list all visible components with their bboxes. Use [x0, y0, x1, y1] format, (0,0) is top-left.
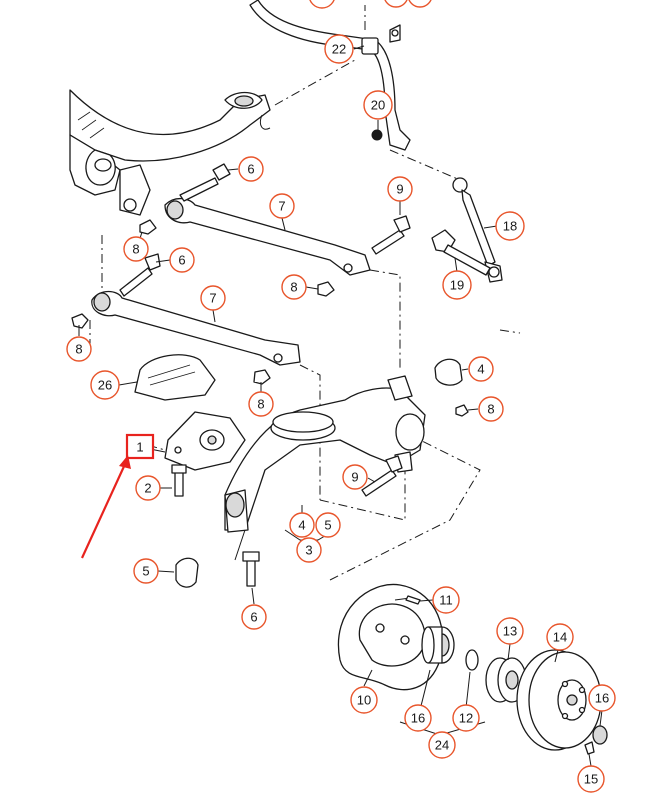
brake-backplate-10 [337, 583, 444, 691]
callout-16-left[interactable]: 16 [404, 704, 432, 732]
callout-5-lower[interactable]: 5 [315, 512, 341, 538]
highlight-arrow [81, 455, 131, 559]
svg-text:9: 9 [396, 182, 403, 197]
callout-4-right[interactable]: 4 [468, 356, 494, 382]
svg-text:10: 10 [357, 693, 371, 708]
svg-text:2: 2 [144, 481, 151, 496]
svg-text:8: 8 [75, 342, 82, 357]
rear-subframe [69, 89, 271, 216]
callout-6-top[interactable]: 6 [238, 156, 264, 182]
callout-8-upper-left[interactable]: 8 [123, 236, 149, 262]
callout-13[interactable]: 13 [496, 617, 524, 645]
svg-text:3: 3 [305, 543, 312, 558]
callout-7-upper[interactable]: 7 [269, 193, 295, 219]
highlight-part-1[interactable]: 1 [125, 433, 155, 460]
callout-12[interactable]: 12 [452, 704, 480, 732]
upper-link-a [164, 197, 371, 276]
callout-22[interactable]: 22 [324, 34, 354, 64]
callout-6-bottom[interactable]: 6 [241, 604, 267, 630]
svg-text:7: 7 [209, 291, 216, 306]
callouts: 22 20 6 7 9 8 6 18 [66, 0, 616, 793]
svg-text:4: 4 [298, 518, 305, 533]
callout-cut-top-1 [309, 0, 335, 9]
svg-text:26: 26 [98, 378, 112, 393]
svg-text:14: 14 [553, 630, 567, 645]
lower-link-b [91, 290, 301, 366]
svg-text:9: 9 [351, 470, 358, 485]
svg-text:20: 20 [371, 98, 385, 113]
callout-cut-top-3 [408, 0, 432, 8]
bolt-2 [171, 464, 187, 497]
trailing-arm-3 [224, 387, 426, 533]
svg-text:5: 5 [324, 518, 331, 533]
cover-26 [134, 354, 216, 401]
small-fasteners [405, 595, 608, 755]
svg-text:8: 8 [132, 242, 139, 257]
svg-text:8: 8 [290, 280, 297, 295]
svg-text:24: 24 [435, 738, 449, 753]
callout-8-right[interactable]: 8 [478, 396, 504, 422]
svg-text:16: 16 [411, 711, 425, 726]
svg-text:8: 8 [487, 402, 494, 417]
callout-26[interactable]: 26 [90, 370, 120, 400]
svg-text:6: 6 [178, 253, 185, 268]
callout-15[interactable]: 15 [577, 765, 605, 793]
svg-text:16: 16 [595, 691, 609, 706]
callout-20[interactable]: 20 [363, 90, 393, 120]
callout-3[interactable]: 3 [296, 537, 322, 563]
callout-7-lower[interactable]: 7 [200, 285, 226, 311]
wheel-bearing [421, 626, 479, 671]
lower-bolts [242, 455, 403, 587]
brake-disc-14 [516, 649, 602, 751]
svg-text:8: 8 [257, 397, 264, 412]
stabiliser-bar [249, 0, 411, 151]
callout-9-upper[interactable]: 9 [387, 176, 413, 202]
svg-text:4: 4 [477, 362, 484, 377]
svg-text:13: 13 [503, 624, 517, 639]
callout-19[interactable]: 19 [442, 270, 472, 300]
callout-9-lower[interactable]: 9 [342, 464, 368, 490]
callout-2[interactable]: 2 [135, 475, 161, 501]
svg-text:19: 19 [450, 278, 464, 293]
callout-cut-top-2 [384, 0, 408, 8]
callout-8-center[interactable]: 8 [248, 391, 274, 417]
svg-text:22: 22 [332, 42, 346, 57]
svg-text:7: 7 [278, 199, 285, 214]
svg-text:5: 5 [142, 564, 149, 579]
bolt-19 [431, 229, 491, 276]
bolts-6 [119, 163, 411, 297]
callout-8-mid-right[interactable]: 8 [281, 274, 307, 300]
highlight-box [125, 433, 155, 460]
callout-10[interactable]: 10 [350, 686, 378, 714]
callout-8-lower-left[interactable]: 8 [66, 336, 92, 362]
callout-11[interactable]: 11 [432, 586, 460, 614]
callout-5-left[interactable]: 5 [133, 558, 159, 584]
bushings [175, 358, 463, 588]
svg-text:11: 11 [439, 593, 453, 608]
highlight-label: 1 [136, 440, 143, 455]
callout-4-lower[interactable]: 4 [289, 512, 315, 538]
callout-18[interactable]: 18 [495, 211, 525, 241]
callout-16-right[interactable]: 16 [588, 684, 616, 712]
svg-text:6: 6 [247, 162, 254, 177]
svg-text:6: 6 [250, 610, 257, 625]
callout-6-mid[interactable]: 6 [169, 247, 195, 273]
callout-24[interactable]: 24 [428, 731, 456, 759]
nuts-8 [71, 129, 469, 417]
svg-text:18: 18 [503, 219, 517, 234]
svg-text:12: 12 [459, 711, 473, 726]
svg-text:15: 15 [584, 772, 598, 787]
callout-14[interactable]: 14 [546, 623, 574, 651]
mounting-bracket-1 [164, 411, 246, 471]
